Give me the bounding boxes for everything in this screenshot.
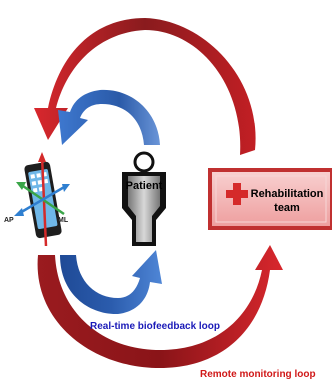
team-label-line2: team bbox=[274, 202, 300, 214]
axis-label-ml: ML bbox=[58, 217, 69, 224]
medical-cross-icon bbox=[226, 183, 248, 205]
inner-loop-top-arrow bbox=[58, 89, 160, 145]
patient-figure-icon bbox=[120, 150, 168, 250]
smartphone-icon bbox=[8, 152, 70, 250]
axis-label-ap: AP bbox=[4, 217, 14, 224]
outer-loop-bottom-arrow bbox=[37, 245, 284, 368]
patient-label: Patient bbox=[126, 180, 163, 192]
team-label-line1: Rehabilitation bbox=[251, 188, 324, 200]
inner-loop-label: Real-time biofeedback loop bbox=[90, 321, 220, 332]
rehabilitation-team-box bbox=[208, 168, 332, 230]
inner-loop-bottom-arrow bbox=[60, 250, 162, 315]
outer-loop-label: Remote monitoring loop bbox=[200, 369, 316, 379]
